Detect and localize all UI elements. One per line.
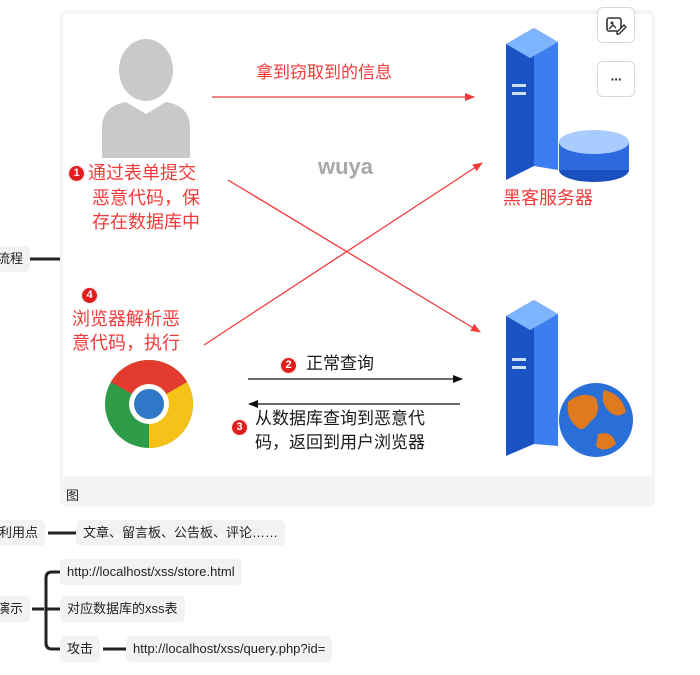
step4-badge: 4: [81, 285, 98, 304]
watermark: wuya: [318, 154, 374, 179]
mindmap-node-demo-attack[interactable]: 攻击: [60, 636, 101, 662]
step4-line2: 意代码，执行: [72, 333, 180, 353]
step3-badge: 3: [231, 417, 248, 436]
more-options-button[interactable]: ···: [597, 61, 635, 97]
step1-line1: 通过表单提交: [88, 163, 196, 183]
user-icon: [102, 39, 190, 158]
step3-line1: 从数据库查询到恶意代: [255, 409, 425, 428]
step1-line3: 存在数据库中: [92, 212, 200, 232]
mindmap-node-use[interactable]: 利用点: [0, 520, 46, 546]
mindmap-node-demo-table[interactable]: 对应数据库的xss表: [60, 596, 185, 622]
chrome-browser-icon: [105, 360, 193, 448]
step1-badge: 1: [68, 163, 85, 182]
step1-line2: 恶意代码，保: [92, 188, 200, 208]
step2-badge: 2: [280, 355, 297, 374]
image-edit-icon: [606, 17, 627, 35]
hacker-server-icon: [506, 28, 629, 182]
submit-arrow: [227, 179, 481, 333]
mindmap-node-use-value[interactable]: 文章、留言板、公告板、评论……: [76, 520, 286, 546]
steal-label: 拿到窃取到的信息: [256, 63, 392, 82]
mindmap-node-attack-url[interactable]: http://localhost/xss/query.php?id=: [126, 636, 333, 662]
web-server-icon: [506, 300, 633, 457]
mindmap-node-demo-store[interactable]: http://localhost/xss/store.html: [60, 559, 242, 585]
image-edit-button[interactable]: [597, 7, 635, 43]
more-options-icon: ···: [610, 71, 623, 87]
hacker-server-label: 黑客服务器: [503, 188, 593, 208]
step2-label: 正常查询: [306, 354, 374, 373]
mindmap-node-flow[interactable]: 流程: [0, 246, 31, 272]
step3-line2: 码，返回到用户浏览器: [255, 433, 425, 452]
step4-line1: 浏览器解析恶: [72, 309, 180, 329]
mindmap-node-demo[interactable]: 演示: [0, 596, 31, 622]
exec-arrow: [203, 162, 483, 346]
figure-caption: 图: [66, 488, 80, 503]
